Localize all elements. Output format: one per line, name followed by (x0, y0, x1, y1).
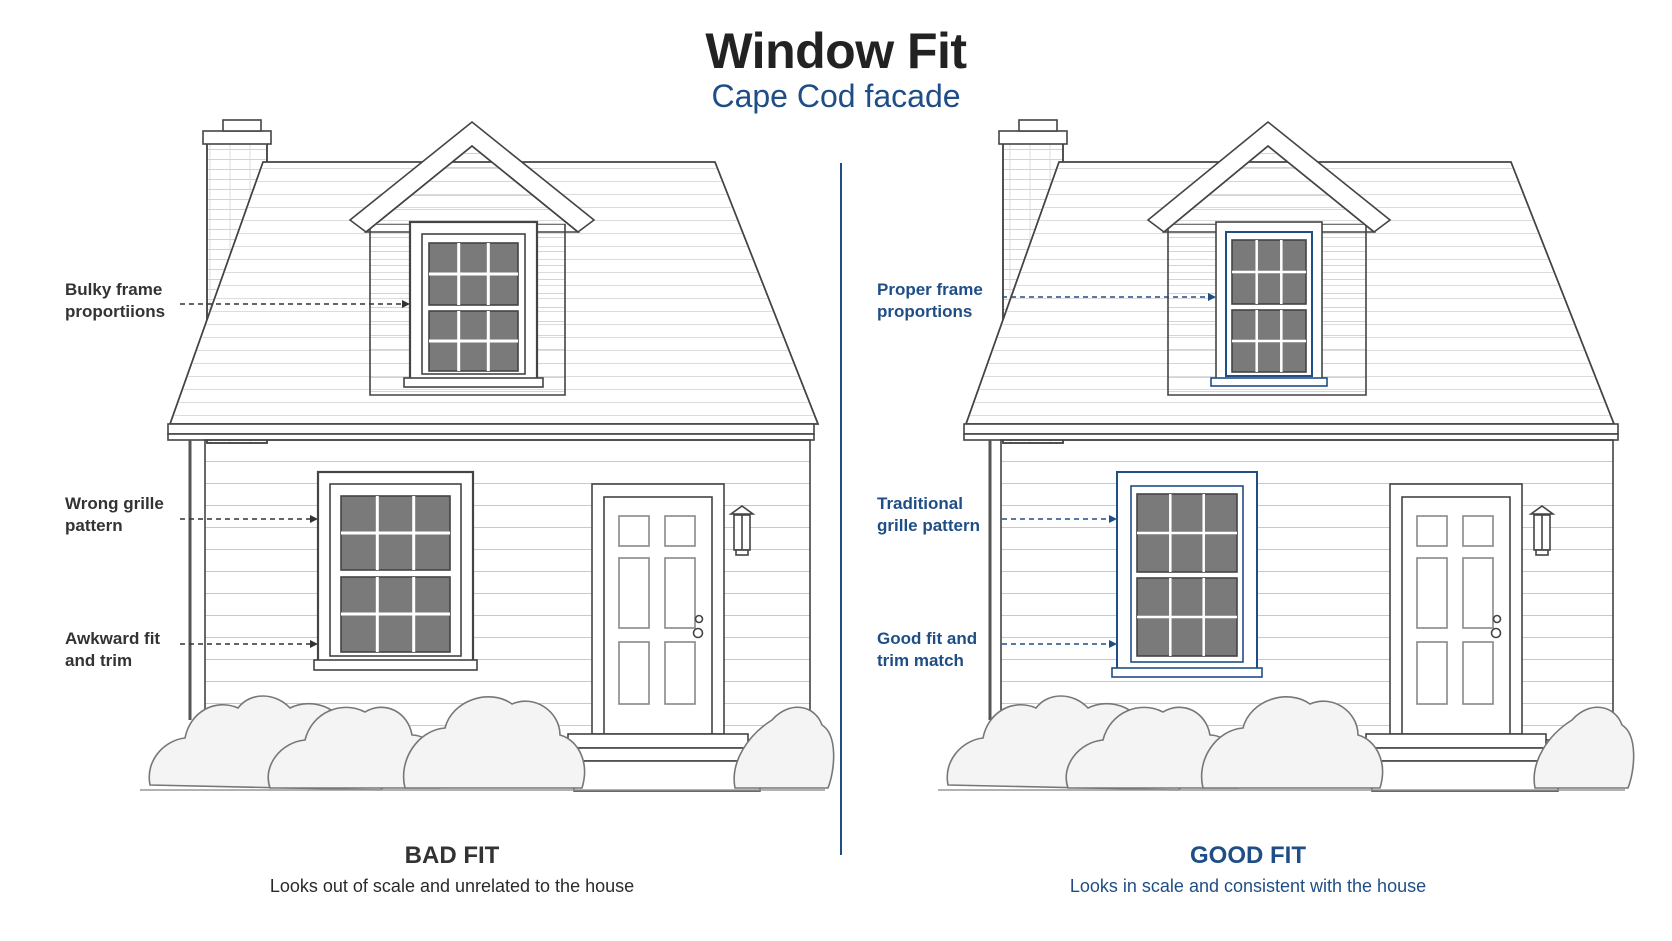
callout-line: Good fit and (877, 629, 978, 648)
callout-line: proportiions (65, 302, 166, 321)
ground-window-bulky (313, 470, 478, 671)
callout-traditional-grille: Traditional grille pattern (877, 493, 980, 537)
shrubs (148, 695, 835, 791)
dormer-window-bulky (403, 220, 544, 388)
callout-wrong-grille: Wrong grille pattern (65, 493, 164, 537)
callout-line: trim match (877, 651, 964, 670)
good-callout-arrows (1002, 293, 1216, 648)
good-fit-house (938, 119, 1635, 792)
callout-line: proportions (877, 302, 973, 321)
page-subtitle: Cape Cod facade (711, 78, 961, 114)
callout-line: and trim (65, 651, 133, 670)
dormer-window-proper (1210, 221, 1328, 387)
callout-awkward-fit: Awkward fit and trim (65, 628, 160, 672)
callout-good-fit-trim: Good fit and trim match (877, 628, 977, 672)
page-title: Window Fit (705, 23, 967, 79)
callout-line: Proper frame (877, 280, 983, 299)
front-door (1389, 483, 1523, 735)
front-steps (1365, 733, 1559, 792)
callout-proper-frame: Proper frame proportions (877, 279, 983, 323)
callout-line: Traditional (877, 494, 963, 513)
callout-line: grille pattern (877, 516, 980, 535)
front-door (591, 483, 725, 735)
bad-fit-heading: BAD FIT (404, 842, 500, 869)
bad-callout-arrows (180, 300, 410, 648)
callout-line: Awkward fit (65, 629, 161, 648)
callout-line: Bulky frame (65, 280, 163, 299)
ground-window-proper (1111, 471, 1263, 678)
front-steps (567, 733, 761, 792)
shrubs (946, 695, 1635, 791)
bad-fit-house (140, 119, 835, 792)
good-fit-description: Looks in scale and consistent with the h… (1069, 876, 1427, 896)
wall-lantern (728, 505, 756, 556)
callout-line: Wrong grille (65, 494, 164, 513)
callout-bulky-frame: Bulky frame proportiions (65, 279, 165, 323)
wall-lantern (1528, 505, 1556, 556)
bad-fit-description: Looks out of scale and unrelated to the … (269, 876, 635, 896)
good-fit-heading: GOOD FIT (1190, 842, 1306, 869)
callout-line: pattern (65, 516, 123, 535)
